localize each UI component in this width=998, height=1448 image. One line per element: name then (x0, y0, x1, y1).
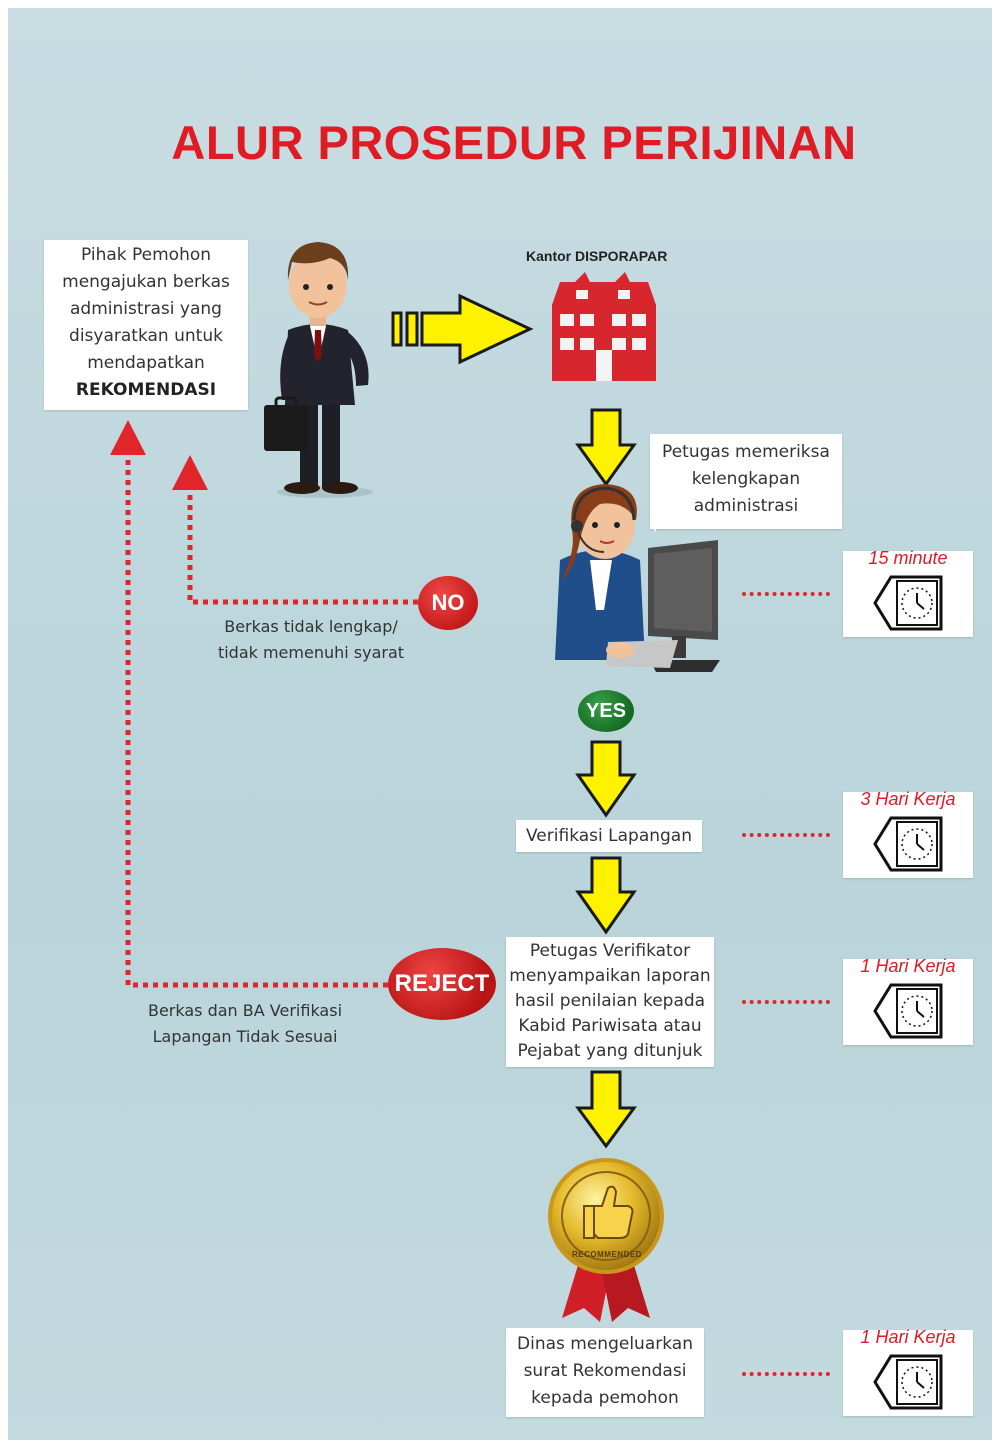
verifier-text-line: Kabid Pariwisata atau (518, 1016, 702, 1036)
submit-arrow (391, 293, 534, 365)
final-text-line: surat Rekomendasi (523, 1361, 687, 1381)
applicant-text-line: disyaratkan untuk (69, 326, 223, 346)
clock-icon (873, 575, 943, 631)
timer-label: 1 Hari Kerja (860, 956, 956, 976)
down-arrow-2 (575, 740, 637, 818)
no-badge: NO (418, 576, 478, 630)
officer-text-line: kelengkapan (691, 469, 801, 489)
reject-badge: REJECT (388, 948, 496, 1020)
applicant-text-line: administrasi yang (70, 299, 222, 319)
clock-icon (873, 1354, 943, 1410)
verifier-text-line: menyampaikan laporan (509, 966, 711, 986)
office-label: Kantor DISPORAPAR (526, 248, 668, 264)
yes-badge: YES (578, 690, 634, 732)
applicant-box: Pihak Pemohon mengajukan berkas administ… (44, 240, 248, 410)
timer-connector (742, 1000, 830, 1004)
clock-icon (873, 816, 943, 872)
timer-3-hari-kerja: 3 Hari Kerja (843, 789, 973, 878)
timer-1-hari-kerja-final: 1 Hari Kerja (843, 1327, 973, 1416)
verifier-report-box: Petugas Verifikator menyampaikan laporan… (506, 937, 714, 1067)
final-text-line: Dinas mengeluarkan (517, 1334, 693, 1354)
page-title: ALUR PROSEDUR PERIJINAN (171, 116, 857, 169)
reject-return-arrowhead (110, 420, 146, 455)
timer-connector (742, 592, 830, 596)
reject-note: Berkas dan BA Verifikasi Lapangan Tidak … (130, 998, 360, 1050)
timer-label: 15 minute (868, 548, 948, 568)
incomplete-note-line: Berkas tidak lengkap/ (224, 617, 398, 636)
verifier-text-line: hasil penilaian kepada (514, 991, 706, 1011)
applicant-text-line: Pihak Pemohon (80, 245, 212, 265)
reject-note-line: Lapangan Tidak Sesuai (152, 1027, 338, 1046)
no-return-line (187, 488, 418, 605)
down-arrow-4 (575, 1070, 637, 1149)
timer-label: 3 Hari Kerja (860, 789, 956, 809)
no-return-arrowhead (172, 455, 208, 490)
officer-speech-box: Petugas memeriksa kelengkapan administra… (650, 434, 842, 529)
timer-connector (742, 1372, 830, 1376)
reject-note-line: Berkas dan BA Verifikasi (147, 1001, 343, 1020)
officer-text-line: administrasi (693, 496, 799, 516)
seal-text: RECOMMENDED (572, 1250, 642, 1259)
final-recommendation-box: Dinas mengeluarkan surat Rekomendasi kep… (506, 1328, 704, 1417)
down-arrow-1 (575, 408, 637, 487)
timer-1-hari-kerja-report: 1 Hari Kerja (843, 956, 973, 1045)
final-text-line: kepada pemohon (531, 1388, 679, 1408)
timer-label: 1 Hari Kerja (860, 1327, 956, 1347)
clock-icon (873, 983, 943, 1039)
officer-text-line: Petugas memeriksa (662, 442, 830, 462)
verifier-text-line: Petugas Verifikator (529, 941, 691, 961)
incomplete-note-line: tidak memenuhi syarat (217, 643, 405, 662)
down-arrow-3 (575, 856, 637, 935)
timer-15-minute: 15 minute (843, 548, 973, 637)
recommendation-keyword: REKOMENDASI (75, 380, 217, 400)
applicant-text-line: mengajukan berkas (62, 272, 230, 292)
reject-return-line (125, 450, 388, 988)
timer-connector (742, 833, 830, 837)
incomplete-files-note: Berkas tidak lengkap/ tidak memenuhi sya… (196, 614, 426, 666)
verifier-text-line: Pejabat yang ditunjuk (517, 1041, 703, 1061)
field-verification-box: Verifikasi Lapangan (516, 820, 702, 852)
applicant-text-line: mendapatkan (87, 353, 205, 373)
